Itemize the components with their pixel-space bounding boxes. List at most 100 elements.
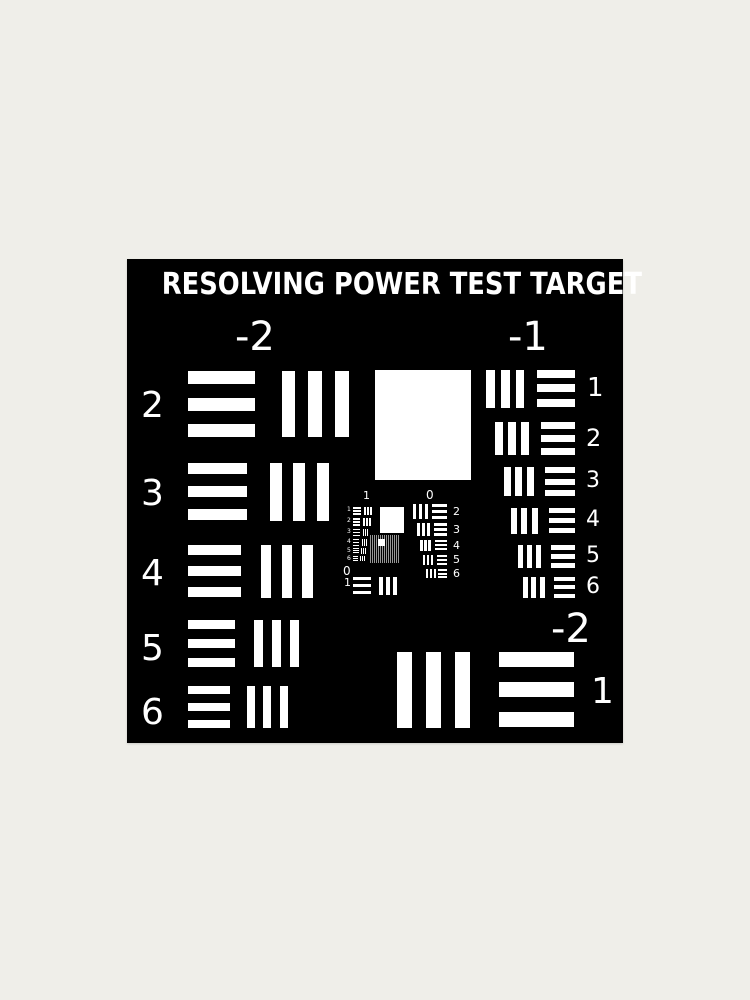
h-bar [537,370,575,378]
v-bar [363,518,365,526]
v-bar [363,529,364,536]
resolution-test-target: RESOLVING POWER TEST TARGET -2 -1 -2 2 3… [127,259,642,743]
h-bar [434,523,447,526]
target-title: RESOLVING POWER TEST TARGET [161,267,642,302]
element-label: 1 [587,373,604,403]
element-label: 3 [453,523,460,536]
h-bar [545,490,575,496]
h-bar [432,516,447,519]
element-label: 1 [344,576,351,589]
h-bar [434,528,447,531]
h-bar [353,524,360,526]
group-label-1-center: 1 [363,489,370,502]
h-bar [438,573,447,575]
h-bar [549,508,575,513]
v-bar [521,422,529,455]
v-bar [422,523,425,536]
v-bar [516,370,524,408]
element-label: 1 [591,671,614,712]
h-bar [432,510,447,513]
h-bar [353,591,371,594]
h-bar [437,559,447,561]
v-bar [495,422,503,455]
element-label: 5 [141,628,164,669]
h-bar [353,550,359,551]
h-bar [545,467,575,473]
group-label-minus-2-bottom: -2 [551,606,591,652]
v-bar [364,539,365,546]
h-bar [188,703,230,711]
v-bar [369,518,371,526]
h-bar [537,384,575,392]
h-bar [353,548,359,549]
v-bar [360,556,361,561]
h-bar [549,518,575,523]
tiny-white-square [378,539,385,546]
v-bar [424,540,427,551]
h-bar [353,552,359,553]
h-bar [499,712,574,727]
h-bar [353,556,358,557]
h-bar [537,399,575,407]
element-label: 4 [586,507,600,532]
v-bar [486,370,495,408]
v-bar [430,569,432,578]
element-label: 4 [141,553,164,594]
v-bar [293,463,305,521]
h-bar [432,504,447,507]
v-bar [521,508,527,534]
h-bar [188,545,241,555]
element-label: 5 [347,547,351,554]
v-bar [515,467,522,496]
h-bar [551,563,575,568]
element-label: 6 [347,555,351,562]
v-bar [434,569,436,578]
h-bar [188,658,235,667]
h-bar [188,509,247,520]
h-bar [353,529,360,530]
h-bar [188,424,255,437]
h-bar [353,510,361,512]
h-bar [435,540,447,542]
h-bar [554,577,575,581]
h-bar [188,639,235,648]
v-bar [420,540,423,551]
v-bar [366,539,367,546]
v-bar [527,545,532,568]
v-bar [536,545,541,568]
v-bar [419,504,422,519]
v-bar [423,555,425,565]
v-bar [393,577,397,595]
v-bar [361,548,362,554]
v-bar [504,467,511,496]
v-bar [261,545,271,598]
h-bar [353,558,358,559]
v-bar [379,577,383,595]
h-bar [435,544,447,546]
v-bar [431,555,433,565]
large-white-square [375,370,471,480]
group-label-0-center: 0 [426,488,434,502]
v-bar [254,620,263,667]
h-bar [554,585,575,589]
h-bar [353,521,360,523]
group-label-minus-1: -1 [508,314,548,360]
h-bar [437,555,447,557]
v-bar [426,652,441,728]
v-bar [523,577,528,598]
element-label: 2 [453,505,460,518]
v-bar [518,545,523,568]
h-bar [438,569,447,571]
h-bar [188,720,230,728]
element-label: 5 [586,543,600,568]
h-bar [188,398,255,411]
h-bar [353,532,360,533]
v-bar [272,620,281,667]
v-bar [426,569,428,578]
h-bar [438,576,447,578]
h-bar [499,652,574,667]
v-bar [335,371,349,437]
v-bar [427,523,430,536]
h-bar [541,448,575,455]
h-bar [353,560,358,561]
